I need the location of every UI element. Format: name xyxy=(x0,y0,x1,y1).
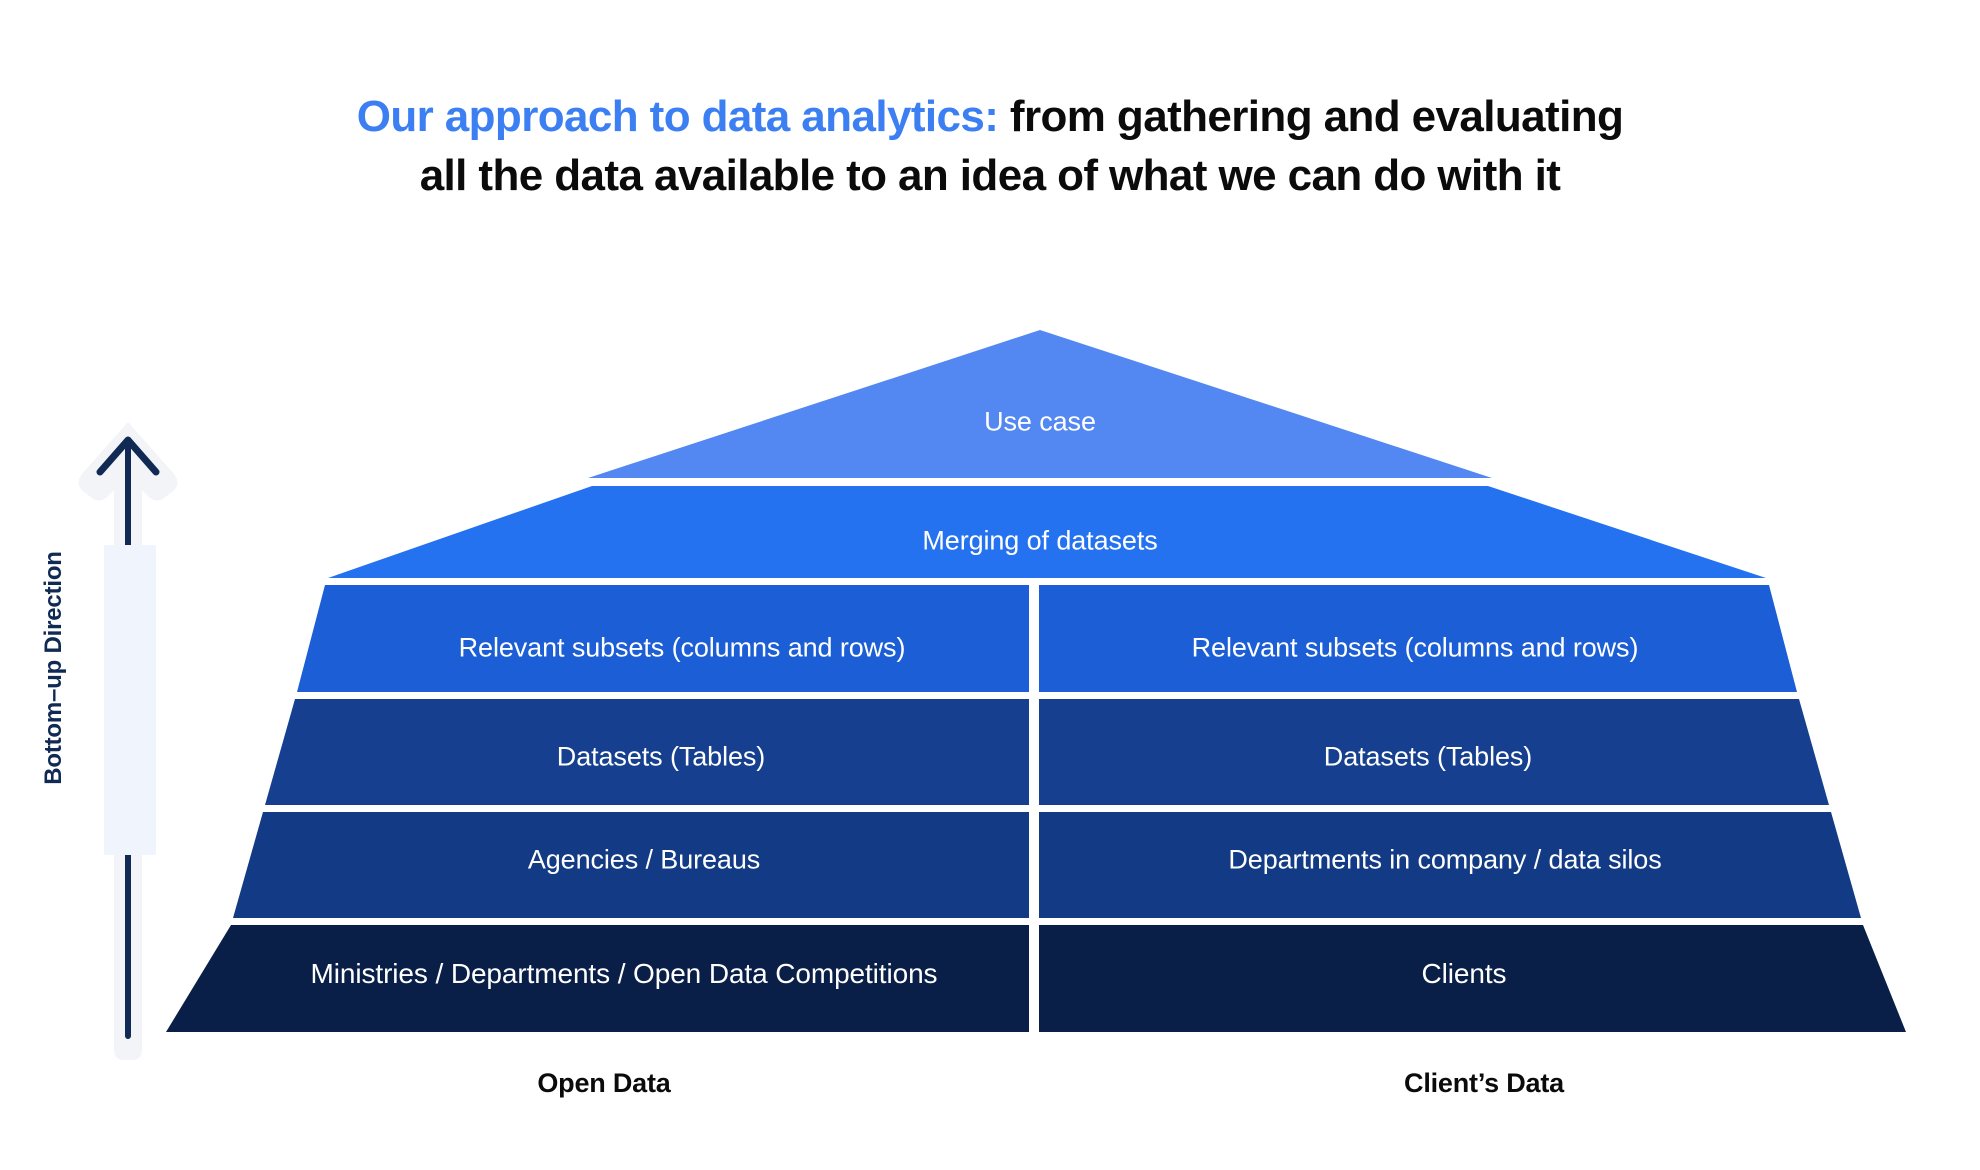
pyramid-level-origin-right[interactable] xyxy=(1039,925,1906,1032)
pyramid-level-datasets-left[interactable] xyxy=(265,699,1029,805)
pyramid-level-sources-left[interactable] xyxy=(233,812,1029,918)
pyramid-level-origin-left[interactable] xyxy=(166,925,1029,1032)
pyramid-level-sources-right[interactable] xyxy=(1039,812,1861,918)
pyramid-level-merging[interactable] xyxy=(328,486,1766,578)
footer-label-client-data: Client’s Data xyxy=(1404,1068,1564,1098)
title-line-2: all the data available to an idea of wha… xyxy=(419,150,1561,200)
title-line-1: Our approach to data analytics: from gat… xyxy=(0,88,1980,147)
pyramid-level-use-case[interactable] xyxy=(588,330,1492,478)
pyramid-level-datasets-right[interactable] xyxy=(1039,699,1829,805)
direction-label-background xyxy=(104,545,156,855)
page-title: Our approach to data analytics: from gat… xyxy=(0,88,1980,205)
pyramid-level-subsets-right[interactable] xyxy=(1039,585,1797,692)
pyramid-level-subsets-left[interactable] xyxy=(297,585,1029,692)
footer-label-open-data: Open Data xyxy=(537,1068,671,1098)
title-rest: from gathering and evaluating xyxy=(998,92,1624,141)
title-accent: Our approach to data analytics: xyxy=(356,92,999,141)
